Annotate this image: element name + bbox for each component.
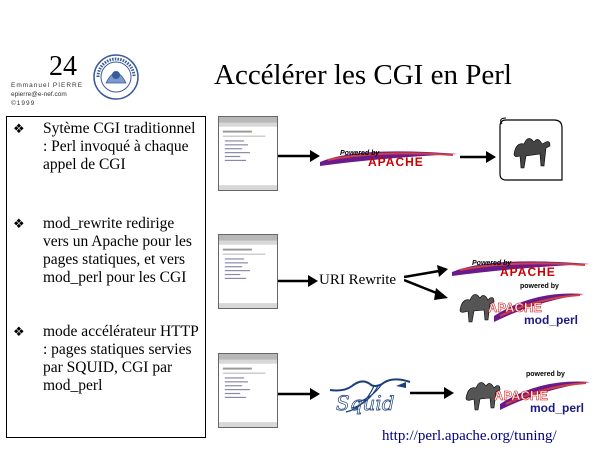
modperl-powered-text: powered by [526, 371, 565, 378]
author-email: epierre@e-nef.com [11, 91, 67, 98]
mod-perl-powered-logo: powered by APACHE mod_perl [460, 368, 592, 418]
bullet-list-box: ❖ Sytème CGI traditionnel : Perl invoqué… [6, 116, 206, 438]
author-name: Emmanuel PIERRE [11, 82, 84, 89]
apache-name-text: APACHE [500, 265, 556, 279]
bullet-item: ❖ Sytème CGI traditionnel : Perl invoqué… [13, 120, 203, 174]
bullet-text: mod_rewrite redirige vers un Apache pour… [43, 215, 192, 286]
slide-number: 24 [49, 51, 77, 82]
modperl-powered-text: powered by [520, 283, 559, 290]
arrow-right-icon [278, 274, 318, 288]
perl-camel-document-icon [496, 114, 566, 186]
bullet-item: ❖ mod_rewrite redirige vers un Apache po… [13, 215, 203, 287]
apache-powered-by-logo: Powered by APACHE [450, 254, 592, 280]
modperl-name-text: mod_perl [530, 401, 584, 415]
apache-powered-by-logo: Powered by APACHE [318, 144, 460, 170]
university-seal-icon [92, 53, 140, 101]
arrow-right-icon [278, 387, 320, 401]
mod-perl-powered-logo: powered by APACHE mod_perl [454, 280, 586, 330]
bullet-text: Sytème CGI traditionnel : Perl invoqué à… [43, 120, 196, 173]
bullet-text: mode accélérateur HTTP : pages statiques… [43, 323, 199, 394]
uri-rewrite-label: URI Rewrite [319, 272, 397, 288]
browser-screenshot-thumbnail [218, 234, 278, 309]
squid-name-text: Squid [336, 391, 395, 415]
apache-powered-text: Powered by [340, 150, 380, 157]
bullet-diamond-icon: ❖ [13, 217, 25, 232]
footer-url-link[interactable]: http://perl.apache.org/tuning/ [382, 428, 557, 444]
arrow-right-icon [404, 265, 448, 281]
arrow-right-icon [460, 150, 496, 164]
browser-screenshot-thumbnail [218, 353, 278, 428]
bullet-diamond-icon: ❖ [13, 122, 25, 137]
slide-title: Accélérer les CGI en Perl [214, 59, 512, 91]
bullet-item: ❖ mode accélérateur HTTP : pages statiqu… [13, 323, 203, 395]
squid-logo: Squid [322, 368, 412, 418]
arrow-right-icon [404, 278, 448, 302]
arrow-right-icon [278, 149, 320, 163]
modperl-apache-text: APACHE [494, 388, 548, 403]
apache-name-text: APACHE [368, 155, 424, 169]
apache-powered-text: Powered by [472, 260, 512, 267]
arrow-right-icon [410, 386, 454, 400]
copyright: ©1999 [11, 100, 36, 107]
modperl-name-text: mod_perl [524, 313, 578, 327]
modperl-apache-text: APACHE [488, 300, 542, 315]
browser-screenshot-thumbnail [218, 116, 278, 191]
bullet-diamond-icon: ❖ [13, 325, 25, 340]
